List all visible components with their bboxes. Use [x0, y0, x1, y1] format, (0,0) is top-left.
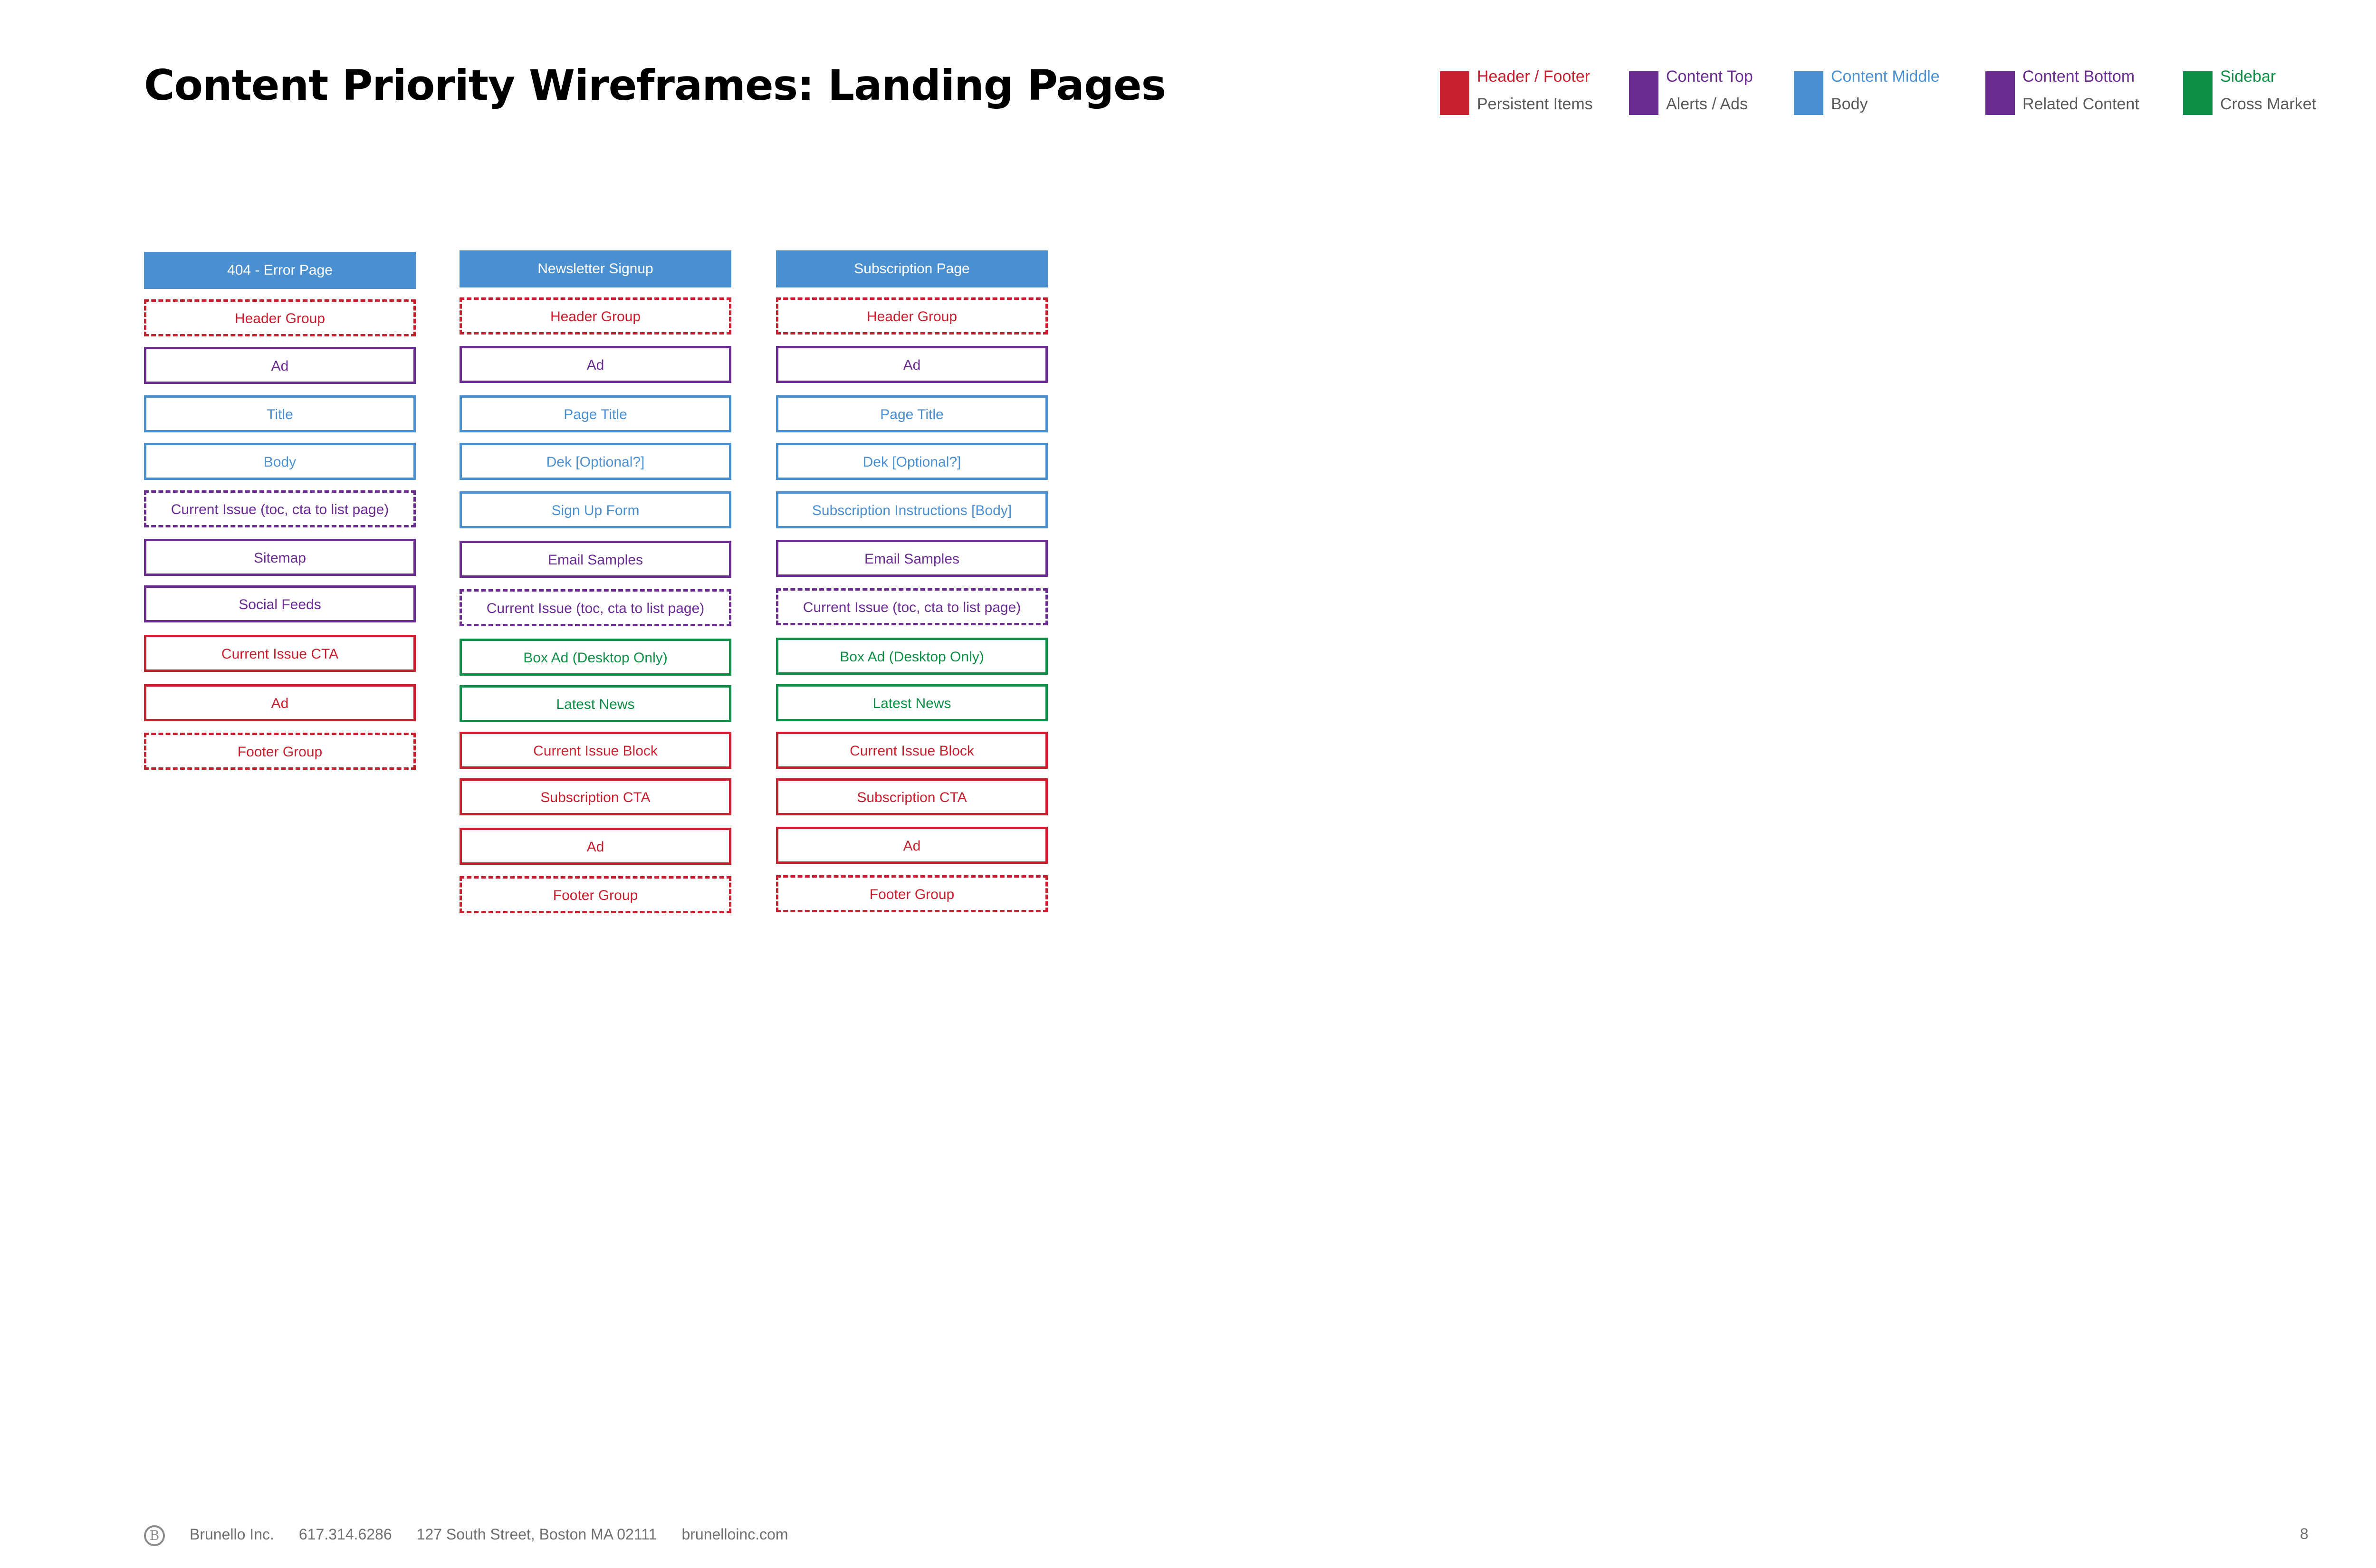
page-number: 8 [2300, 1525, 2309, 1542]
wireframe-block: Subscription CTA [776, 778, 1048, 815]
wireframe-block: Header Group [144, 299, 416, 336]
legend-label: Content Bottom [2022, 67, 2135, 86]
wireframe-block: Page Title [776, 395, 1048, 432]
wireframe-block: Latest News [776, 684, 1048, 721]
wireframe-block: Email Samples [460, 541, 731, 578]
wireframe-block: Ad [144, 684, 416, 721]
wireframe-block: Current Issue Block [460, 732, 731, 769]
wireframe-block: Ad [776, 827, 1048, 864]
wireframe-block: Email Samples [776, 540, 1048, 577]
wireframe-block: Current Issue (toc, cta to list page) [144, 490, 416, 527]
brunello-logo-icon: B [144, 1525, 165, 1546]
footer-address: 127 South Street, Boston MA 02111 [416, 1526, 657, 1543]
wireframe-block: Header Group [776, 297, 1048, 335]
footer-company: Brunello Inc. [190, 1526, 274, 1543]
page-footer: B Brunello Inc. 617.314.6286 127 South Stre… [144, 1525, 813, 1546]
wireframe-block: Footer Group [460, 876, 731, 913]
color-legend: Header / Footer Persistent Items Content… [0, 67, 2376, 119]
legend-sublabel: Related Content [2022, 95, 2139, 113]
column-header: Subscription Page [776, 250, 1048, 287]
legend-sublabel: Persistent Items [1477, 95, 1593, 113]
wireframe-block: Box Ad (Desktop Only) [776, 638, 1048, 675]
legend-sublabel: Body [1831, 95, 1868, 113]
wireframe-block: Page Title [460, 395, 731, 432]
red-swatch-icon [1440, 71, 1469, 115]
wireframe-block: Subscription CTA [460, 778, 731, 815]
wireframe-block: Current Issue (toc, cta to list page) [776, 588, 1048, 625]
wireframe-block: Sitemap [144, 539, 416, 576]
legend-label: Content Top [1666, 67, 1753, 86]
wireframe-block: Ad [460, 828, 731, 865]
legend-label: Sidebar [2220, 67, 2276, 86]
wireframe-block: Sign Up Form [460, 491, 731, 528]
blue-swatch-icon [1794, 71, 1823, 115]
wireframe-block: Body [144, 443, 416, 480]
wireframe-block: Header Group [460, 297, 731, 335]
wireframe-block: Subscription Instructions [Body] [776, 491, 1048, 528]
wireframe-block: Current Issue (toc, cta to list page) [460, 589, 731, 626]
wireframe-block: Current Issue CTA [144, 635, 416, 672]
page-title: Content Priority Wireframes: Landing Pag… [144, 61, 1166, 110]
wireframe-block: Dek [Optional?] [776, 443, 1048, 480]
wireframe-block: Footer Group [144, 733, 416, 770]
purple-swatch-icon [1985, 71, 2015, 115]
wireframe-block: Box Ad (Desktop Only) [460, 639, 731, 676]
wireframe-block: Social Feeds [144, 585, 416, 622]
footer-phone: 617.314.6286 [298, 1526, 392, 1543]
purple-swatch-icon [1629, 71, 1658, 115]
wireframe-block: Title [144, 395, 416, 432]
legend-label: Content Middle [1831, 67, 1940, 86]
legend-sublabel: Alerts / Ads [1666, 95, 1748, 113]
wireframe-block: Dek [Optional?] [460, 443, 731, 480]
footer-website[interactable]: brunelloinc.com [681, 1526, 788, 1543]
legend-label: Header / Footer [1477, 67, 1590, 86]
wireframe-block: Current Issue Block [776, 732, 1048, 769]
column-header: 404 - Error Page [144, 252, 416, 289]
wireframe-block: Ad [460, 346, 731, 383]
wireframe-block: Footer Group [776, 875, 1048, 912]
column-header: Newsletter Signup [460, 250, 731, 287]
green-swatch-icon [2183, 71, 2213, 115]
legend-sublabel: Cross Market [2220, 95, 2317, 113]
wireframe-block: Latest News [460, 685, 731, 722]
wireframe-block: Ad [144, 347, 416, 384]
wireframe-block: Ad [776, 346, 1048, 383]
